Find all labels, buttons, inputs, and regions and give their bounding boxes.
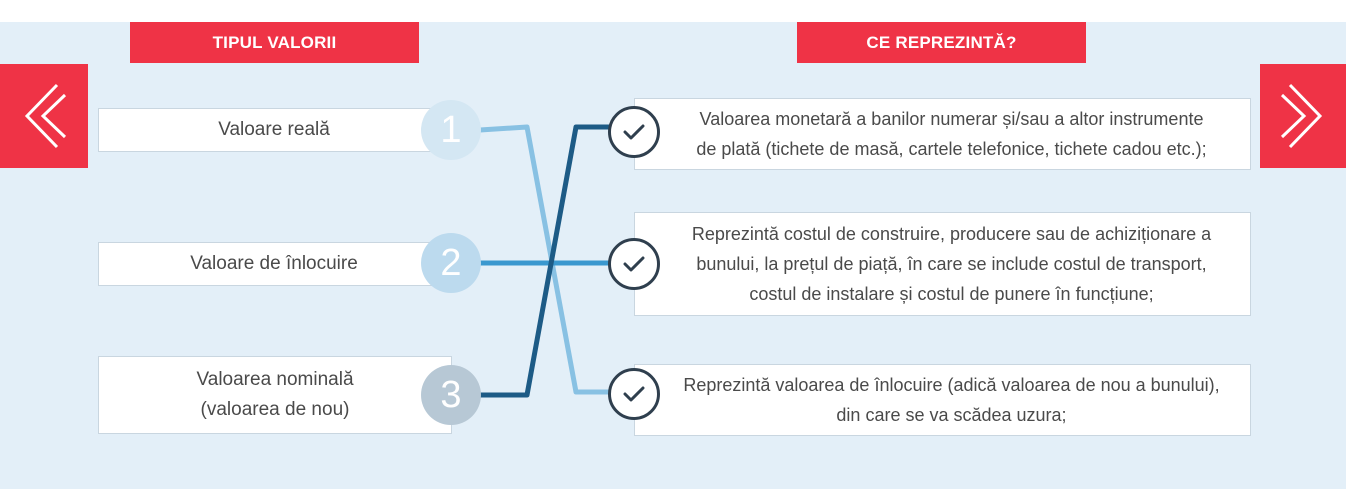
check-badge-3 xyxy=(608,368,660,420)
header-tipul-valorii: TIPUL VALORII xyxy=(130,22,419,63)
left-item-label-sub: (valoarea de nou) xyxy=(200,399,350,420)
header-ce-reprezinta: CE REPREZINTĂ? xyxy=(797,22,1086,63)
right-item-line: Reprezintă costul de construire, produce… xyxy=(691,224,1212,244)
left-item-3[interactable]: Valoarea nominală (valoarea de nou) xyxy=(98,356,452,434)
right-item-line: din care se va scădea uzura; xyxy=(836,405,1067,425)
check-badge-1 xyxy=(608,106,660,158)
check-icon xyxy=(623,124,645,140)
connector-3-to-1 xyxy=(480,124,612,398)
right-item-line: Valoarea monetară a banilor numerar și/s… xyxy=(699,109,1204,129)
check-icon xyxy=(623,256,645,272)
number-badge-2: 2 xyxy=(421,233,481,293)
right-item-line: costul de instalare și costul de punere … xyxy=(749,284,1154,304)
number-badge-3: 3 xyxy=(421,365,481,425)
right-item-2[interactable]: Reprezintă costul de construire, produce… xyxy=(634,212,1251,316)
check-badge-2 xyxy=(608,238,660,290)
right-item-line: bunului, la prețul de piață, în care se … xyxy=(696,254,1207,274)
right-item-3[interactable]: Reprezintă valoarea de înlocuire (adică … xyxy=(634,364,1251,436)
chevron-right-icon xyxy=(1280,83,1323,149)
left-item-label: Valoare reală xyxy=(218,119,330,140)
right-item-line: Reprezintă valoarea de înlocuire (adică … xyxy=(683,375,1220,395)
connector-1-to-3 xyxy=(479,124,612,395)
left-item-1[interactable]: Valoare reală xyxy=(98,108,450,152)
right-item-line: de plată (tichete de masă, cartele telef… xyxy=(696,139,1207,159)
next-button[interactable] xyxy=(1260,64,1346,168)
left-item-label: Valoarea nominală xyxy=(196,369,354,390)
left-item-label: Valoare de înlocuire xyxy=(190,253,358,274)
right-item-1[interactable]: Valoarea monetară a banilor numerar și/s… xyxy=(634,98,1251,170)
chevron-left-icon xyxy=(24,83,67,149)
prev-button[interactable] xyxy=(0,64,88,168)
left-item-2[interactable]: Valoare de înlocuire xyxy=(98,242,450,286)
check-icon xyxy=(623,386,645,402)
number-badge-1: 1 xyxy=(421,100,481,160)
